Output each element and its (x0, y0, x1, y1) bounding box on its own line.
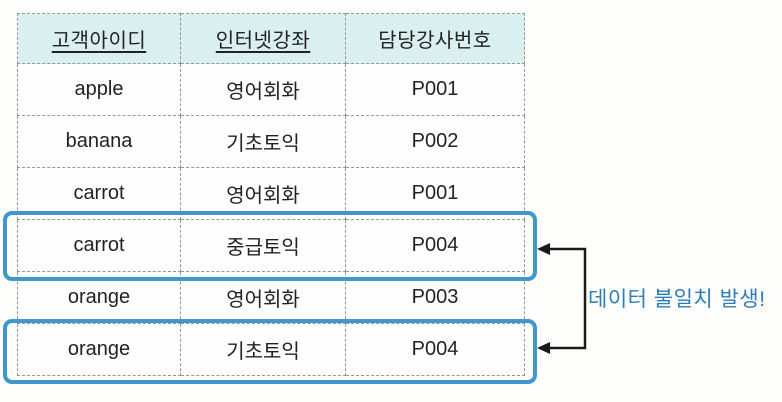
cell-course: 영어회화 (180, 63, 346, 116)
arrowhead-top (537, 243, 550, 255)
table-row-highlighted: orange 기초토익 P004 (17, 323, 525, 376)
header-instructor-no: 담당강사번호 (345, 13, 525, 64)
cell-instructor-no: P004 (345, 219, 525, 272)
cell-customer-id: carrot (17, 167, 181, 220)
cell-customer-id: orange (17, 323, 181, 376)
cell-course: 영어회화 (180, 167, 346, 220)
cell-customer-id: carrot (17, 219, 181, 272)
cell-customer-id: apple (17, 63, 181, 116)
header-customer-id: 고객아이디 (17, 13, 181, 64)
cell-instructor-no: P001 (345, 63, 525, 116)
table-row: orange 영어회화 P003 (17, 271, 525, 324)
header-row: 고객아이디 인터넷강좌 담당강사번호 (17, 13, 525, 64)
inconsistency-bracket-arrow (537, 243, 587, 354)
arrowhead-bottom (537, 342, 550, 354)
table-row: apple 영어회화 P001 (17, 63, 525, 116)
annotation-label: 데이터 불일치 발생! (588, 288, 766, 311)
cell-course: 기초토익 (180, 323, 346, 376)
table-row: carrot 영어회화 P001 (17, 167, 525, 220)
cell-customer-id: banana (17, 115, 181, 168)
table-row: banana 기초토익 P002 (17, 115, 525, 168)
course-enrollment-table: 고객아이디 인터넷강좌 담당강사번호 apple 영어회화 P001 banan… (17, 13, 525, 376)
cell-instructor-no: P002 (345, 115, 525, 168)
cell-instructor-no: P001 (345, 167, 525, 220)
table-row-highlighted: carrot 중급토익 P004 (17, 219, 525, 272)
cell-course: 기초토익 (180, 115, 346, 168)
cell-course: 중급토익 (180, 219, 346, 272)
header-course: 인터넷강좌 (180, 13, 346, 64)
cell-course: 영어회화 (180, 271, 346, 324)
cell-customer-id: orange (17, 271, 181, 324)
cell-instructor-no: P004 (345, 323, 525, 376)
cell-instructor-no: P003 (345, 271, 525, 324)
